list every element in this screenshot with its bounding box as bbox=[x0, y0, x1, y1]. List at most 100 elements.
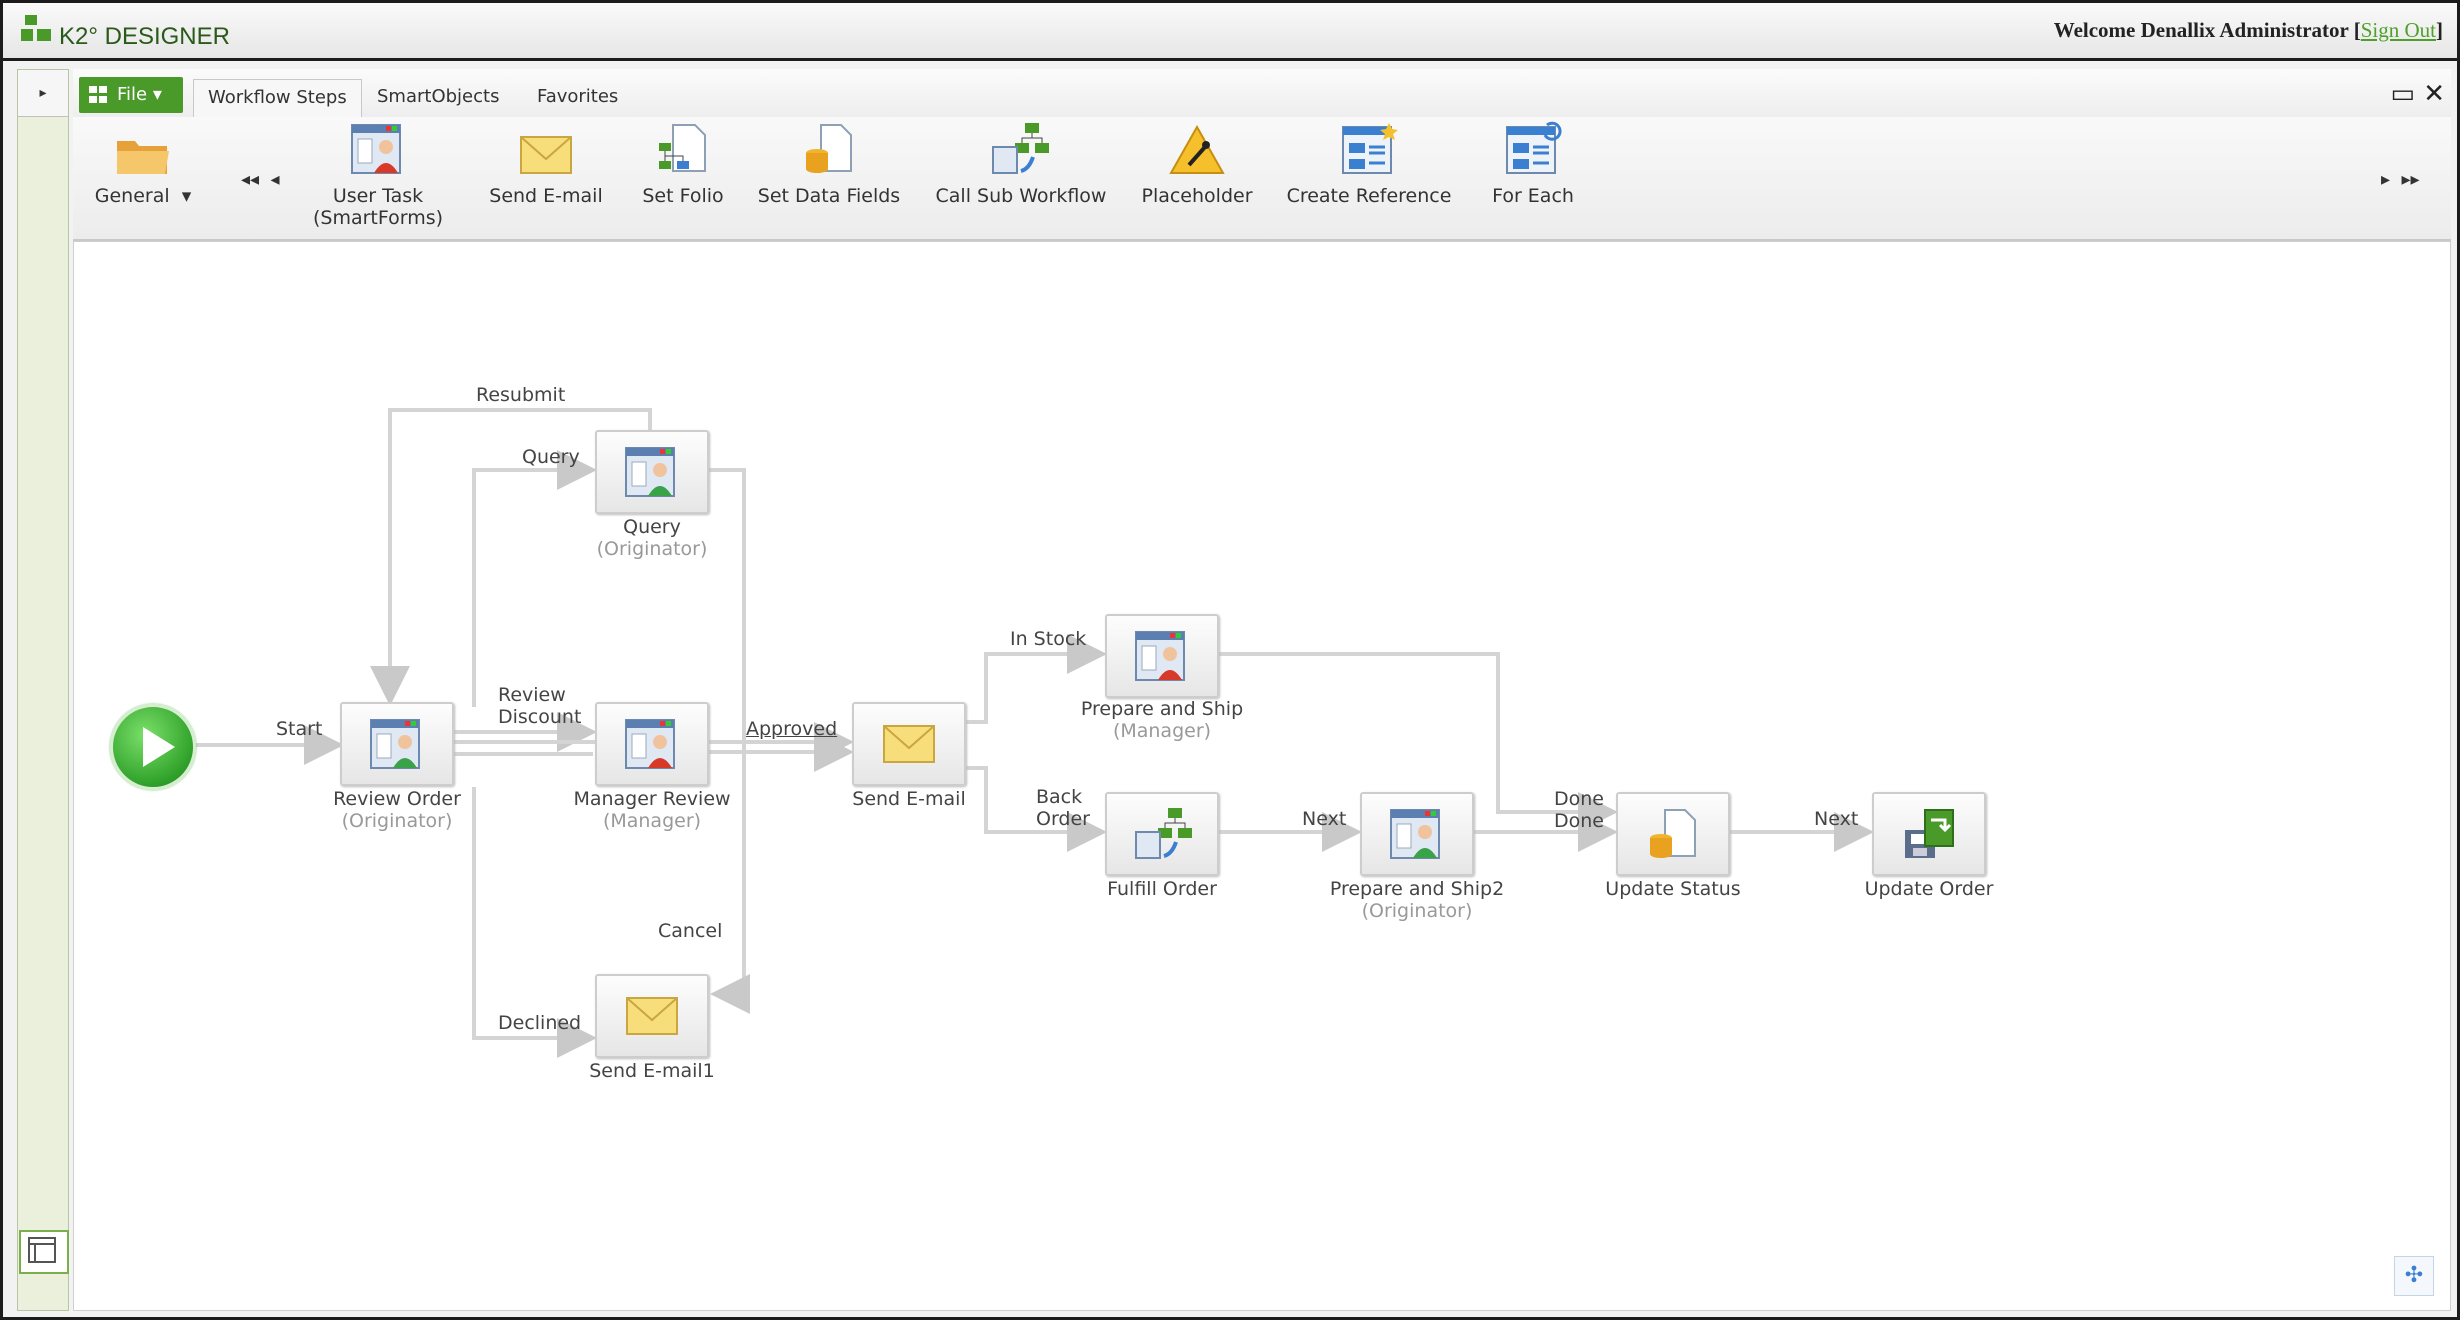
set-data-fields-label: Set Data Fields bbox=[757, 185, 901, 207]
edge-resubmit bbox=[370, 408, 652, 706]
maximize-icon[interactable]: ▭ bbox=[2390, 79, 2415, 109]
edge-in-stock bbox=[964, 634, 1107, 724]
set-folio-button[interactable]: Set Folio bbox=[633, 117, 733, 207]
call-sub-workflow-button[interactable]: Call Sub Workflow bbox=[931, 117, 1111, 207]
scroll-right-arrows[interactable]: ▸ ▸▸ bbox=[2381, 169, 2420, 190]
panel-toggle-button[interactable] bbox=[19, 1230, 69, 1274]
panel-icon bbox=[28, 1237, 56, 1263]
node-manager-review[interactable] bbox=[595, 702, 709, 786]
create-reference-label: Create Reference bbox=[1286, 185, 1452, 207]
placeholder-button[interactable]: Placeholder bbox=[1127, 117, 1267, 207]
send-email1-name: Send E-mail1 bbox=[589, 1060, 715, 1082]
label-query: Query (Originator) bbox=[597, 516, 708, 560]
tab-workflow-steps[interactable]: Workflow Steps bbox=[193, 79, 362, 118]
create-reference-icon bbox=[1342, 123, 1398, 174]
edge-label-review: Review bbox=[498, 684, 566, 706]
next-icon[interactable]: ▸ bbox=[2381, 169, 2391, 190]
user-task-label-1: User Task bbox=[332, 185, 424, 207]
update-status-name: Update Status bbox=[1605, 878, 1741, 900]
user-task-icon bbox=[351, 124, 401, 174]
scroll-left-arrows[interactable]: ◂◂ ◂ bbox=[241, 169, 280, 190]
call-sub-workflow-label: Call Sub Workflow bbox=[935, 185, 1107, 207]
edge-label-discount: Discount bbox=[498, 706, 582, 728]
left-rail: ▸ bbox=[17, 69, 69, 1311]
label-review-order: Review Order (Originator) bbox=[333, 788, 461, 832]
general-label: General bbox=[94, 185, 170, 207]
node-update-order[interactable] bbox=[1872, 792, 1986, 876]
tab-smartobjects[interactable]: SmartObjects bbox=[377, 86, 500, 107]
placeholder-label: Placeholder bbox=[1141, 185, 1253, 207]
prepare-ship2-role: (Originator) bbox=[1361, 900, 1473, 922]
edge-label-back: Back bbox=[1036, 786, 1083, 808]
close-icon[interactable]: ✕ bbox=[2423, 79, 2445, 109]
query-name: Query bbox=[623, 516, 681, 538]
user-task-button[interactable]: User Task(SmartForms) bbox=[313, 117, 443, 229]
label-prepare-and-ship: Prepare and Ship (Manager) bbox=[1081, 698, 1243, 742]
file-menu-button[interactable]: File ▾ bbox=[79, 77, 183, 113]
file-menu-label: File bbox=[117, 84, 148, 105]
query-role: (Originator) bbox=[596, 538, 708, 560]
tab-favorites[interactable]: Favorites bbox=[537, 86, 619, 107]
edge-back-order bbox=[964, 766, 1107, 852]
edge-label-query: Query bbox=[522, 446, 580, 468]
welcome-text: Welcome Denallix Administrator [Sign Out… bbox=[2053, 18, 2443, 42]
edge-label-in-stock: In Stock bbox=[1010, 628, 1087, 650]
first-icon[interactable]: ◂◂ bbox=[241, 169, 260, 190]
placeholder-icon bbox=[1169, 125, 1225, 174]
node-prepare-and-ship[interactable] bbox=[1105, 614, 1219, 698]
pan-move-icon[interactable]: ✣ bbox=[2394, 1256, 2434, 1296]
create-reference-button[interactable]: Create Reference bbox=[1279, 117, 1459, 207]
label-fulfill-order: Fulfill Order bbox=[1107, 878, 1217, 900]
edge-label-done-1: Done bbox=[1554, 788, 1604, 810]
edge-label-approved: Approved bbox=[746, 718, 838, 740]
label-update-status: Update Status bbox=[1605, 878, 1740, 900]
node-review-order[interactable] bbox=[340, 702, 454, 786]
manager-review-name: Manager Review bbox=[573, 788, 731, 810]
for-each-button[interactable]: For Each bbox=[1473, 117, 1593, 207]
sub-workflow-icon bbox=[992, 123, 1049, 174]
edge-label-next-1: Next bbox=[1302, 808, 1347, 830]
node-send-email1[interactable] bbox=[595, 974, 709, 1058]
ribbon-tabs: File ▾ Workflow Steps SmartObjects Favor… bbox=[73, 69, 2451, 118]
app-title: K2° DESIGNER bbox=[59, 23, 230, 50]
edge-label-cancel: Cancel bbox=[658, 920, 723, 942]
title-bar: K2° DESIGNER Welcome Denallix Administra… bbox=[3, 3, 2457, 61]
review-order-name: Review Order bbox=[333, 788, 461, 810]
review-order-role: (Originator) bbox=[341, 810, 453, 832]
label-send-email1: Send E-mail1 bbox=[589, 1060, 715, 1082]
label-manager-review: Manager Review (Manager) bbox=[573, 788, 730, 832]
label-send-email: Send E-mail bbox=[852, 788, 965, 810]
welcome-user: Welcome Denallix Administrator bbox=[2053, 18, 2349, 42]
node-query[interactable] bbox=[595, 430, 709, 514]
node-prepare-and-ship2[interactable] bbox=[1360, 792, 1474, 876]
for-each-label: For Each bbox=[1492, 185, 1574, 207]
send-email-button[interactable]: Send E-mail bbox=[481, 117, 611, 207]
manager-review-role: (Manager) bbox=[602, 810, 702, 832]
prepare-ship2-name: Prepare and Ship2 bbox=[1329, 878, 1505, 900]
folder-icon bbox=[117, 141, 169, 174]
user-task-label-2: (SmartForms) bbox=[313, 207, 444, 229]
sign-out-link[interactable]: Sign Out bbox=[2360, 18, 2436, 42]
workflow-canvas[interactable]: Start Resubmit Query Review Discount App… bbox=[73, 241, 2451, 1311]
fulfill-order-name: Fulfill Order bbox=[1107, 878, 1217, 900]
label-prepare-and-ship2: Prepare and Ship2 (Originator) bbox=[1330, 878, 1504, 922]
edge-label-start: Start bbox=[276, 718, 323, 740]
start-node[interactable] bbox=[110, 704, 196, 790]
prepare-ship-role: (Manager) bbox=[1112, 720, 1212, 742]
set-data-fields-button[interactable]: Set Data Fields bbox=[749, 117, 909, 207]
data-fields-icon bbox=[806, 124, 852, 173]
edge-cancel bbox=[706, 468, 750, 1014]
edge-label-declined: Declined bbox=[498, 1012, 582, 1034]
node-fulfill-order[interactable] bbox=[1105, 792, 1219, 876]
play-icon bbox=[143, 727, 175, 767]
expand-rail-button[interactable]: ▸ bbox=[18, 70, 68, 117]
edge-label-next-2: Next bbox=[1814, 808, 1859, 830]
send-email-name: Send E-mail bbox=[852, 788, 966, 810]
general-group-button[interactable]: General ▾ bbox=[93, 117, 193, 207]
node-update-status[interactable] bbox=[1616, 792, 1730, 876]
node-send-email[interactable] bbox=[852, 702, 966, 786]
edge-declined bbox=[472, 787, 597, 1058]
last-icon[interactable]: ▸▸ bbox=[2401, 169, 2420, 190]
prev-icon[interactable]: ◂ bbox=[270, 169, 280, 190]
